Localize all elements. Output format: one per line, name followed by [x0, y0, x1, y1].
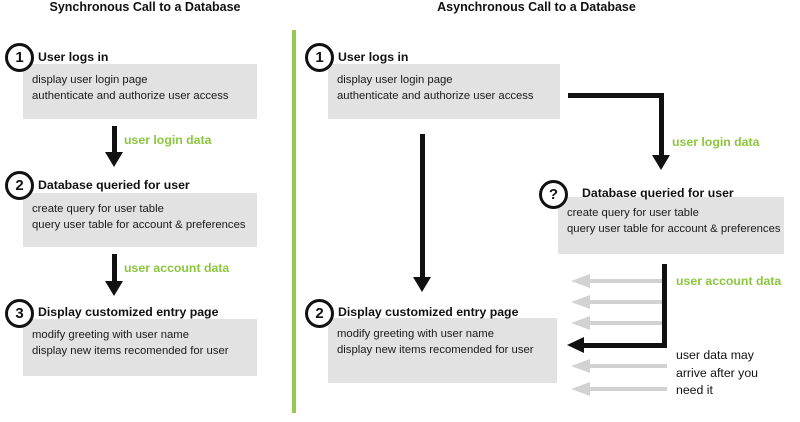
sync-flow-arrow-2-head	[105, 281, 123, 296]
note-line: arrive after you	[676, 365, 759, 380]
detail-line: query user table for account & preferenc…	[32, 218, 246, 231]
sync-flow-label-1: user login data	[124, 133, 212, 147]
async-flow-label-account: user account data	[676, 274, 782, 288]
sync-step1-detail-box: display user login page authenticate and…	[23, 64, 257, 119]
detail-line: create query for user table	[567, 207, 699, 219]
sync-step1-badge: 1	[5, 43, 34, 72]
return-data-arrow-head	[571, 316, 590, 330]
async-login-elbow-arrow-v	[659, 93, 664, 156]
sync-step2-label: Database queried for user	[38, 178, 190, 192]
note-line: need it	[676, 383, 713, 397]
note-line: user data may	[676, 348, 754, 362]
sync-step2-detail-box: create query for user table query user t…	[23, 193, 257, 247]
async-step2-label: Display customized entry page	[338, 305, 519, 319]
sync-diagram-title: Synchronous Call to a Database	[49, 0, 241, 14]
async-account-elbow-arrow-h	[583, 343, 667, 348]
async-flow-label-login: user login data	[672, 135, 760, 149]
async-step1-detail-box: display user login page authenticate and…	[328, 64, 560, 119]
sync-step2-badge: 2	[5, 171, 34, 200]
return-data-arrow-shaft	[589, 387, 667, 391]
detail-line: create query for user table	[32, 203, 164, 215]
return-data-arrow-head	[571, 382, 590, 396]
detail-line: authenticate and authorize user access	[32, 89, 229, 102]
detail-line: display user login page	[32, 74, 148, 86]
return-data-arrow-shaft	[589, 364, 667, 368]
sync-step3-label: Display customized entry page	[38, 305, 219, 319]
async-login-elbow-arrow-head	[652, 155, 670, 170]
async-step2-detail-box: modify greeting with user name display n…	[328, 318, 557, 383]
divider-line	[292, 30, 296, 413]
return-data-arrow-shaft	[589, 321, 667, 325]
sync-flow-label-2: user account data	[124, 261, 230, 275]
return-data-arrow-head	[571, 359, 590, 373]
sync-step1-label: User logs in	[38, 50, 109, 64]
detail-line: display user login page	[337, 74, 453, 86]
sync-step3-badge: 3	[5, 299, 34, 328]
async-step2-badge: 2	[305, 299, 334, 328]
sync-flow-arrow-1-head	[105, 152, 123, 167]
detail-line: modify greeting with user name	[32, 329, 189, 341]
return-data-arrow-shaft	[589, 300, 667, 304]
async-main-flow-arrow	[420, 134, 425, 278]
detail-line: authenticate and authorize user access	[337, 89, 534, 102]
sync-flow-arrow-2	[112, 254, 117, 282]
async-account-elbow-arrow-head	[567, 337, 584, 353]
return-data-arrow-head	[571, 295, 590, 309]
late-data-note: user data may arrive after you need it	[676, 347, 758, 400]
sync-flow-arrow-1	[112, 126, 117, 153]
async-diagram-title: Asynchronous Call to a Database	[437, 0, 636, 14]
async-query-detail-box: create query for user table query user t…	[558, 197, 784, 254]
detail-line: display new items recomended for user	[32, 344, 229, 357]
return-data-arrow-shaft	[589, 279, 667, 283]
async-query-step-label: Database queried for user	[582, 186, 734, 200]
async-login-elbow-arrow-h	[568, 93, 663, 98]
async-query-step-badge: ?	[539, 180, 568, 209]
sync-step3-detail-box: modify greeting with user name display n…	[23, 319, 257, 376]
async-account-elbow-arrow-v	[662, 264, 667, 347]
detail-line: display new items recomended for user	[337, 343, 534, 356]
async-main-flow-arrow-head	[413, 277, 431, 292]
detail-line: modify greeting with user name	[337, 328, 494, 340]
detail-line: query user table for account & preferenc…	[567, 222, 781, 235]
return-data-arrow-head	[571, 274, 590, 288]
async-step1-label: User logs in	[338, 50, 409, 64]
async-step1-badge: 1	[305, 43, 334, 72]
